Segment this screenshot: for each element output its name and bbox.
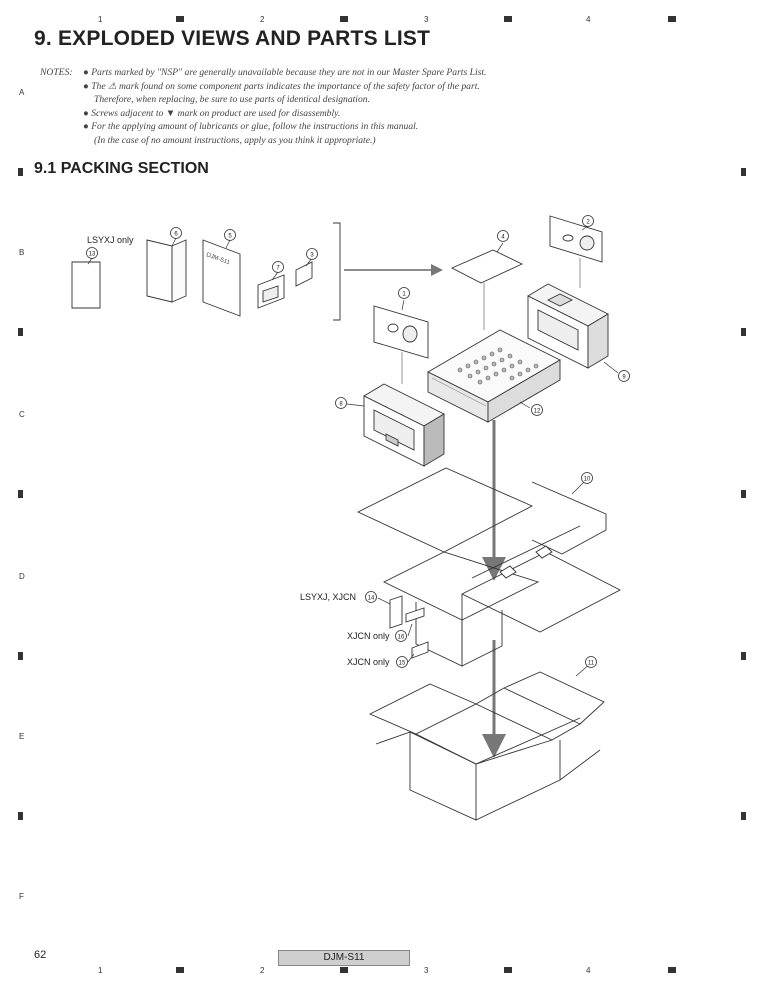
callout-number: 8 [339, 402, 343, 408]
row-letter-e: E [19, 732, 25, 741]
note-item: ● The ⚠ mark found on some component par… [83, 80, 480, 92]
row-divider-mark [18, 490, 23, 498]
callout-15 [396, 656, 408, 668]
callout-number: 13 [89, 252, 96, 258]
callout-13 [86, 247, 98, 259]
manual-13 [71, 261, 101, 309]
row-divider-mark-right [741, 652, 746, 660]
callout-9 [618, 370, 630, 382]
mixer-unit-12 [427, 329, 561, 423]
callout-5 [224, 229, 236, 241]
column-divider-mark [340, 16, 348, 22]
row-divider-mark [18, 812, 23, 820]
callout-number: 2 [586, 220, 590, 226]
notes-block: NOTES: ● Parts marked by "NSP" are genera… [40, 66, 486, 148]
page-number: 62 [34, 949, 47, 961]
callout-16 [395, 630, 407, 642]
outer-carton-11 [368, 671, 605, 821]
column-divider-mark [668, 967, 676, 973]
note-item: ● Parts marked by "NSP" are generally un… [83, 67, 487, 78]
column-divider-mark [668, 16, 676, 22]
cushion-8 [363, 383, 445, 467]
callout-number: 12 [534, 409, 541, 415]
callout-2 [582, 215, 594, 227]
row-divider-mark [18, 652, 23, 660]
callout-1 [398, 287, 410, 299]
note-item: ● For the applying amount of lubricants … [83, 121, 419, 133]
column-divider-mark [176, 967, 184, 973]
row-divider-mark-right [741, 490, 746, 498]
column-number-3-top: 3 [424, 15, 429, 24]
label-lsyxj-xjcn: LSYXJ, XJCN [300, 592, 357, 602]
callout-number: 16 [398, 635, 405, 641]
page-title: 9. EXPLODED VIEWS AND PARTS LIST [34, 27, 431, 50]
callout-14 [365, 591, 377, 603]
column-divider-mark [504, 16, 512, 22]
callout-number: 7 [276, 266, 280, 272]
row-letter-f: F [19, 892, 24, 901]
row-letter-d: D [19, 572, 25, 581]
column-divider-mark [340, 967, 348, 973]
row-divider-mark-right [741, 168, 746, 176]
label-xjcn-only-15: XJCN only [347, 657, 390, 667]
callout-8 [335, 397, 347, 409]
callout-number: 3 [310, 253, 314, 259]
column-number-1-bottom: 1 [98, 966, 103, 975]
callout-number: 15 [399, 661, 406, 667]
column-number-4-top: 4 [586, 15, 591, 24]
column-divider-mark [504, 967, 512, 973]
callout-3 [306, 248, 318, 260]
notes-label: NOTES: [40, 67, 73, 78]
cushion-9 [527, 283, 609, 369]
callout-12 [531, 404, 543, 416]
column-number-2-bottom: 2 [260, 966, 265, 975]
row-letter-a: A [19, 88, 25, 97]
column-number-1-top: 1 [98, 15, 103, 24]
row-divider-mark [18, 168, 23, 176]
callout-number: 10 [584, 477, 591, 483]
callout-4 [497, 230, 509, 242]
column-number-2-top: 2 [260, 15, 265, 24]
section-heading: 9.1 PACKING SECTION [34, 160, 209, 177]
row-letter-c: C [19, 410, 25, 419]
callout-number: 1 [402, 292, 406, 298]
label-xjcn-only-16: XJCN only [347, 631, 390, 641]
note-item: ● Screws adjacent to ▼ mark on product a… [83, 107, 341, 119]
callout-number: 4 [501, 235, 505, 241]
card-7 [257, 274, 285, 309]
label-lsyxj-only: LSYXJ only [87, 235, 134, 245]
row-letter-b: B [19, 248, 25, 257]
manual-5: DJM-S11 [202, 239, 241, 317]
inner-carton-10 [356, 467, 621, 667]
callout-7 [272, 261, 284, 273]
column-number-4-bottom: 4 [586, 966, 591, 975]
row-divider-mark-right [741, 812, 746, 820]
callout-number: 6 [174, 232, 178, 238]
callout-number: 11 [588, 661, 595, 667]
callout-11 [585, 656, 597, 668]
note-item: Therefore, when replacing, be sure to us… [94, 94, 370, 106]
model-name: DJM-S11 [278, 950, 410, 966]
callout-number: 14 [368, 596, 375, 602]
callout-number: 5 [228, 234, 232, 240]
row-divider-mark-right [741, 328, 746, 336]
callout-10 [581, 472, 593, 484]
label-3 [295, 261, 313, 287]
callout-number: 9 [622, 375, 626, 381]
column-number-3-bottom: 3 [424, 966, 429, 975]
note-item: (In the case of no amount instructions, … [94, 134, 376, 146]
column-divider-mark [176, 16, 184, 22]
row-divider-mark [18, 328, 23, 336]
manual-6 [146, 239, 187, 303]
callout-6 [170, 227, 182, 239]
